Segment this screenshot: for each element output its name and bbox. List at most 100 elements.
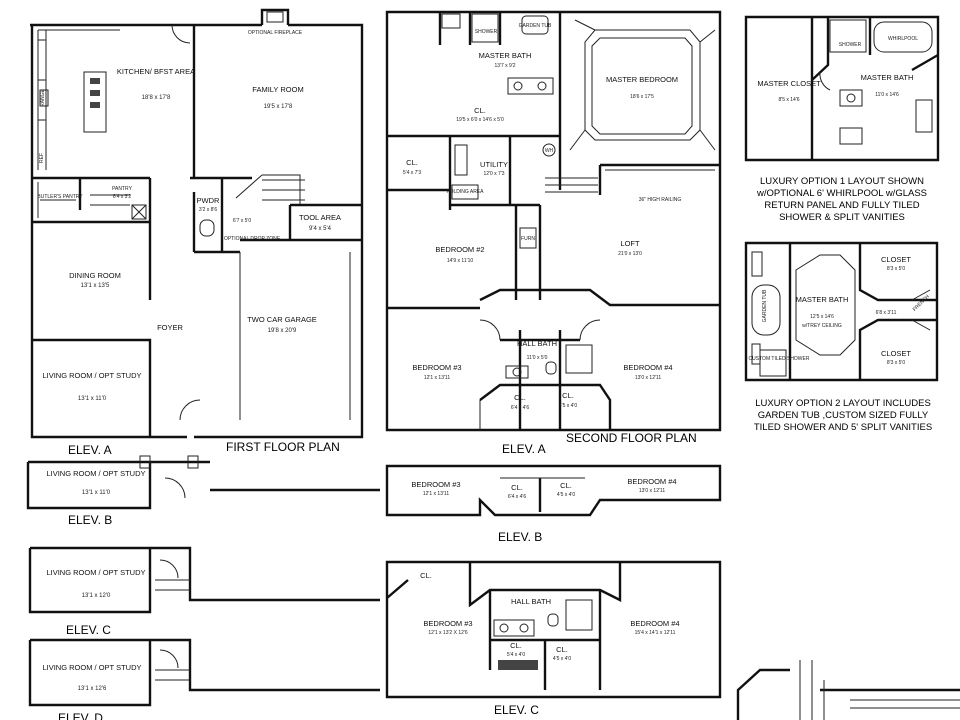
lux2-french-label: FRENCH [912,294,931,313]
bedroom-3-label: BEDROOM #3 [412,363,461,372]
lux1-bath-dim: 11'0 x 14'6 [875,92,899,98]
elev-d-living-label: LIVING ROOM / OPT STUDY [42,663,141,672]
family-room-label: FAMILY ROOM [252,85,303,94]
elev-c-bedroom-4-dim: 15'4 x 14'1 x 12'11 [635,630,676,636]
ref-label: REF [39,153,45,163]
elev-c-living-dim: 13'1 x 12'0 [82,593,111,599]
mudroom-dim: 6'7 x 5'0 [233,218,252,224]
partial-plan-fragment [736,660,960,720]
foyer-label: FOYER [157,323,183,332]
second-elev-b-label: ELEV. B [498,530,542,544]
second-elev-c-label: ELEV. C [494,703,539,717]
tool-area-dim: 9'4 x 5'4 [309,226,332,232]
elev-b-living-dim: 13'1 x 11'0 [82,490,111,496]
elev-c-closet-2-label: CL. [556,645,568,654]
master-bedroom-label: MASTER BEDROOM [606,75,678,84]
closet-left-dim: 6'4 x 4'6 [511,405,530,411]
master-closet-dim: 19'5 x 6'0 x 14'6 x 5'0 [456,117,504,123]
lux2-bath-label: MASTER BATH [796,295,849,304]
garage-label: TWO CAR GARAGE [247,315,317,324]
lux1-bath-label: MASTER BATH [861,73,914,82]
closet-left-label: CL. [514,393,526,402]
kitchen-label: KITCHEN/ BFST AREA [117,67,195,76]
loft-label: LOFT [620,239,640,248]
family-room-dim: 19'5 x 17'8 [264,104,293,110]
lux2-shower-label: CUSTOM TILED SHOWER [749,356,810,362]
elev-b-closet-1-label: CL. [511,483,523,492]
hall-bath-label: HALL BATH [517,339,557,348]
railing-label: 36" HIGH RAILING [639,197,682,203]
living-room-label: LIVING ROOM / OPT STUDY [42,371,141,380]
pantry-dim: 6'4 x 3'2 [113,194,132,200]
garage-dim: 19'8 x 20'9 [268,328,297,334]
second-floor-plan: SHOWER GARDEN TUB MASTER BATH 13'7 x 9'2… [385,10,722,456]
pwdr-label: PWDR [197,196,220,205]
elev-c-closet-1-label: CL. [510,641,522,650]
range-label: RANGE [40,88,46,106]
lux1-shower-label: SHOWER [839,42,862,48]
bedroom-2-dim: 14'9 x 11'10 [447,258,474,264]
lux1-note-line-2: w/OPTIONAL 6' WHIRLPOOL w/GLASS [756,188,927,199]
lux2-closet-1-label: CLOSET [881,255,911,264]
living-room-dim: 13'1 x 11'0 [78,396,107,402]
elev-c-closet-label: CL. [420,571,432,580]
bedroom-2-label: BEDROOM #2 [435,245,484,254]
elev-c-bedroom-4-label: BEDROOM #4 [630,619,679,628]
lux2-note-line-3: TILED SHOWER AND 5' SPLIT VANITIES [754,422,932,433]
lux2-bath-dim: 12'5 x 14'6 [810,314,834,320]
closet-small-label: CL. [406,158,418,167]
lux2-closet-1-dim: 8'3 x 5'0 [887,266,906,272]
second-floor-elev-b: BEDROOM #3 12'1 x 13'11 CL. 6'4 x 4'6 CL… [385,464,722,544]
fireplace-label: OPTIONAL FIREPLACE [248,30,303,36]
garden-tub-label: GARDEN TUB [519,23,552,29]
water-heater-label: WH [545,148,554,154]
lux2-garden-tub-label: GARDEN TUB [762,289,768,322]
bedroom-4-label: BEDROOM #4 [623,363,672,372]
elev-b-closet-2-dim: 4'5 x 4'0 [557,492,576,498]
folding-area-label: FOLDING AREA [447,189,485,195]
pantry-label: PANTRY [112,186,132,192]
hall-bath-dim: 11'0 x 5'0 [527,355,548,361]
lux2-note-line-2: GARDEN TUB ,CUSTOM SIZED FULLY [758,410,929,421]
second-floor-title: SECOND FLOOR PLAN [566,431,697,445]
elev-b-bedroom-3-dim: 12'1 x 13'11 [423,491,450,497]
elev-b-closet-1-dim: 6'4 x 4'6 [508,494,527,500]
first-floor-elev-b: LIVING ROOM / OPT STUDY 13'1 x 11'0 ELEV… [26,455,380,527]
elev-b-closet-2-label: CL. [560,481,572,490]
lux1-closet-dim: 8'5 x 14'6 [778,97,799,103]
closet-right-dim: 4'5 x 4'0 [559,403,578,409]
first-elev-a-label: ELEV. A [68,443,112,457]
elev-c-bedroom-3-dim: 12'1 x 13'2 X 12'6 [428,630,468,636]
lux2-note-line-1: LUXURY OPTION 2 LAYOUT INCLUDES [755,398,931,409]
first-floor-elev-d: LIVING ROOM / OPT STUDY 13'1 x 12'6 ELEV… [28,638,380,720]
first-floor-title: FIRST FLOOR PLAN [226,440,340,454]
first-elev-c-label: ELEV. C [66,623,111,637]
lux2-closet-2-dim: 8'3 x 5'0 [887,360,906,366]
elev-c-closet-2-dim: 4'5 x 4'0 [553,656,572,662]
luxury-option-2: CLOSET 8'3 x 5'0 GARDEN TUB MASTER BATH … [744,241,939,433]
bedroom-3-dim: 12'1 x 13'11 [424,375,451,381]
lux1-note-line-1: LUXURY OPTION 1 LAYOUT SHOWN [760,176,924,187]
elev-b-bedroom-4-label: BEDROOM #4 [627,477,676,486]
shower-label: SHOWER [475,29,498,35]
lux2-closet-2-label: CLOSET [881,349,911,358]
lux1-note-line-4: SHOWER & SPLIT VANITIES [779,212,905,223]
furnace-label: FURN [521,236,535,242]
master-bedroom-dim: 18'6 x 17'5 [630,94,654,100]
utility-label: UTILITY [480,160,508,169]
first-elev-d-label: ELEV. D [58,711,103,720]
master-bath-label: MASTER BATH [479,51,532,60]
elev-c-bedroom-3-label: BEDROOM #3 [423,619,472,628]
elev-b-bedroom-4-dim: 13'0 x 12'11 [639,488,666,494]
first-floor-plan: OPTIONAL FIREPLACE KITCHEN/ BFST AREA 18… [30,8,364,457]
utility-dim: 12'0 x 7'3 [483,171,504,177]
bedroom-4-dim: 13'0 x 12'11 [635,375,662,381]
tool-area-label: TOOL AREA [299,213,341,222]
pwdr-dim: 3'2 x 8'6 [199,207,218,213]
kitchen-dim: 18'8 x 17'8 [142,95,171,101]
lux2-hall-dim: 6'8 x 3'11 [876,310,897,316]
lux1-whirlpool-label: WHIRLPOOL [888,36,918,42]
first-elev-b-label: ELEV. B [68,513,112,527]
elev-c-hall-bath-label: HALL BATH [511,597,551,606]
drop-zone-label: OPTIONAL DROP ZONE [224,236,281,242]
